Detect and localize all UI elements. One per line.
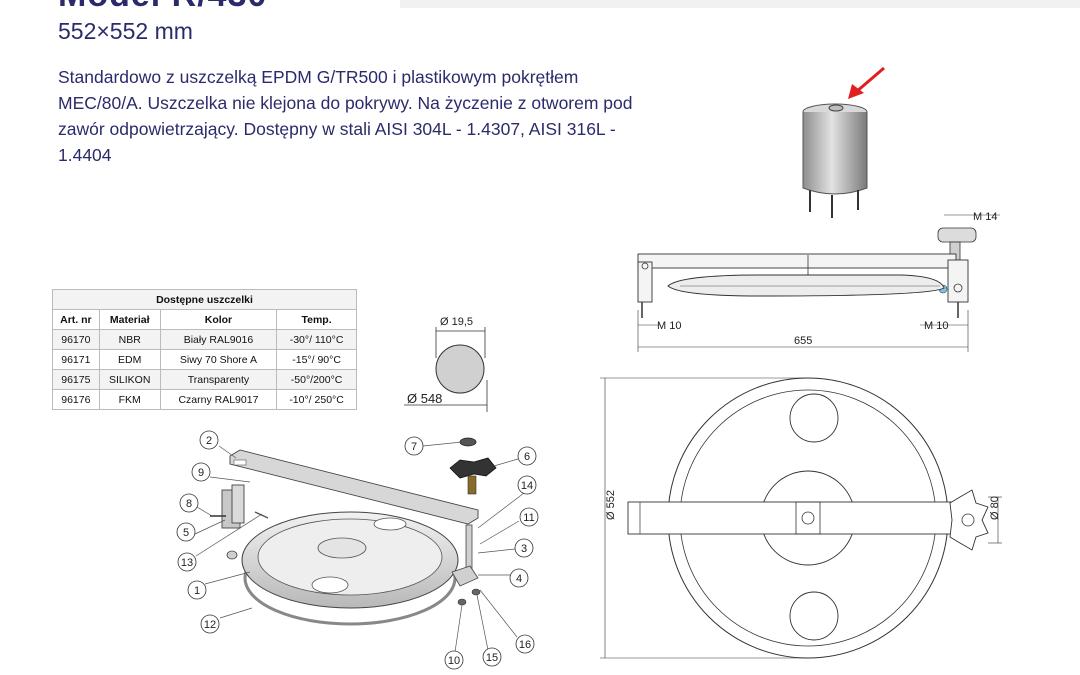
part-callout: 9 <box>191 462 211 482</box>
part-number: 15 <box>486 652 498 664</box>
part-number: 7 <box>411 441 417 453</box>
part-number: 3 <box>521 543 527 555</box>
red-arrow-icon <box>848 66 885 99</box>
part-callout: 5 <box>176 522 196 542</box>
part-number: 5 <box>183 527 189 539</box>
thread-label: M 14 <box>973 211 997 223</box>
table-cell: NBR <box>98 329 161 350</box>
column-header: Materiał <box>98 309 161 330</box>
part-callout: 10 <box>444 650 464 670</box>
top-diameter-label: Ø 552 <box>605 490 617 520</box>
top-gray-band <box>400 0 1080 8</box>
part-number: 11 <box>523 512 534 524</box>
part-number: 1 <box>194 585 200 597</box>
part-callout: 12 <box>200 614 220 634</box>
part-number: 2 <box>206 435 212 447</box>
part-callout: 3 <box>514 538 534 558</box>
table-cell: EDM <box>98 349 161 370</box>
overall-length-label: 655 <box>794 335 812 347</box>
table-cell: Biały RAL9016 <box>159 329 278 350</box>
cord-diameter-label: Ø 19,5 <box>440 316 473 328</box>
exploded-view-drawing: 2 9 8 5 13 1 12 7 6 14 11 3 4 10 15 16 <box>176 430 539 670</box>
description-line-4: 1.4404 <box>58 145 112 165</box>
dimensions-heading: 552×552 mm <box>58 18 193 44</box>
part-callout: 1 <box>187 580 207 600</box>
part-number: 13 <box>181 557 193 569</box>
part-callout: 2 <box>199 430 219 450</box>
table-row: 96170 NBR Biały RAL9016 -30°/ 110°C <box>52 329 357 350</box>
part-callout: 13 <box>177 552 197 572</box>
top-view-drawing: Ø 552 Ø 80 <box>600 377 1002 659</box>
part-callouts: 2 9 8 5 13 1 12 7 6 14 11 3 4 10 15 16 <box>176 430 539 670</box>
part-number: 14 <box>521 480 533 492</box>
part-number: 4 <box>516 573 522 585</box>
description-line-3: zawór odpowietrzający. Dostępny w stali … <box>58 119 616 139</box>
knob-width-label: Ø 80 <box>989 496 1001 520</box>
part-number: 10 <box>448 655 460 667</box>
table-row: 96175 SILIKON Transparenty -50°/200°C <box>52 369 357 390</box>
left-bolt-label: M 10 <box>657 320 681 332</box>
ring-diameter-label: Ø 548 <box>407 391 442 406</box>
description-line-2: MEC/80/A. Uszczelka nie klejona do pokry… <box>58 93 633 113</box>
table-cell: Czarny RAL9017 <box>159 389 278 410</box>
part-callout: 4 <box>509 568 529 588</box>
seals-table-caption: Dostępne uszczelki <box>52 289 357 310</box>
column-header: Art. nr <box>52 309 100 330</box>
description: Standardowo z uszczelką EPDM G/TR500 i p… <box>58 64 708 168</box>
table-cell: FKM <box>98 389 161 410</box>
table-cell: 96171 <box>52 349 100 370</box>
table-cell: -10°/ 250°C <box>276 389 357 410</box>
callout-lines <box>194 441 525 653</box>
tank-illustration <box>802 103 868 218</box>
description-line-1: Standardowo z uszczelką EPDM G/TR500 i p… <box>58 67 579 87</box>
table-cell: -30°/ 110°C <box>276 329 357 350</box>
table-cell: 96175 <box>52 369 100 390</box>
table-row: 96176 FKM Czarny RAL9017 -10°/ 250°C <box>52 389 357 410</box>
table-cell: Transparenty <box>159 369 278 390</box>
part-callout: 16 <box>515 634 535 654</box>
seal-cross-section: Ø 19,5 Ø 548 <box>404 316 488 412</box>
seals-table: Dostępne uszczelki Art. nr Materiał Kolo… <box>52 289 357 410</box>
part-number: 8 <box>186 498 192 510</box>
table-cell: SILIKON <box>98 369 161 390</box>
part-callout: 8 <box>179 493 199 513</box>
part-callout: 7 <box>404 436 424 456</box>
right-bolt-label: M 10 <box>924 320 948 332</box>
part-callout: 14 <box>517 475 537 495</box>
part-number: 9 <box>198 467 204 479</box>
page-title: Model R/430 <box>58 0 267 15</box>
part-number: 12 <box>204 619 216 631</box>
part-callout: 6 <box>517 446 537 466</box>
table-cell: -50°/200°C <box>276 369 357 390</box>
side-view-drawing: M 14 M 10 M 10 655 <box>637 211 1000 352</box>
part-number: 6 <box>524 451 530 463</box>
part-callout: 15 <box>482 647 502 667</box>
part-number: 16 <box>519 639 531 651</box>
part-callout: 11 <box>519 507 539 527</box>
